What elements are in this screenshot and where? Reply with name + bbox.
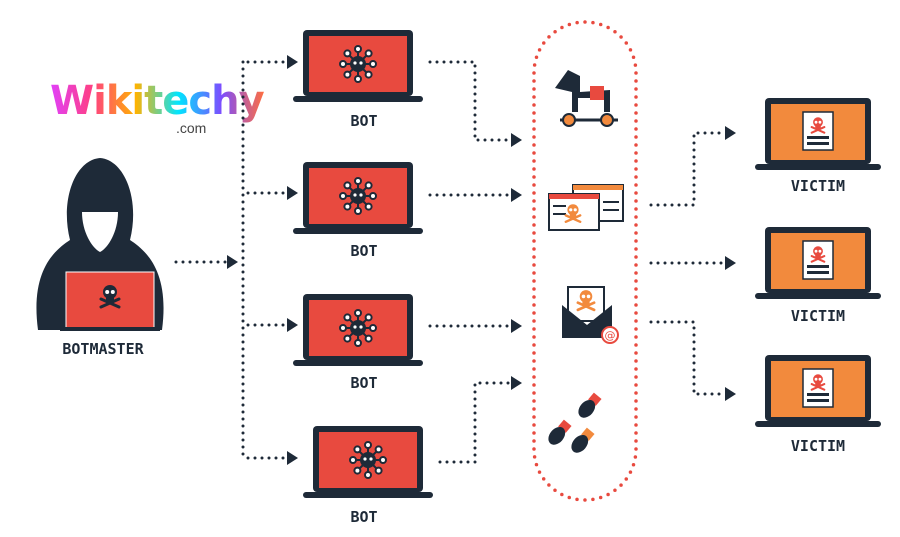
svg-text:@: @ — [605, 329, 616, 342]
victim-laptop-3 — [755, 355, 881, 427]
victim-laptop-1 — [755, 98, 881, 170]
bot-label-2: BOT — [350, 242, 378, 260]
arrow-to-bot-4 — [246, 451, 298, 465]
arrow-to-bot-1 — [246, 55, 298, 69]
victim-label-3: VICTIM — [790, 437, 846, 455]
bot-label-4: BOT — [350, 508, 378, 526]
arrow-bot2-attack — [428, 188, 522, 202]
victim-label-2: VICTIM — [790, 307, 846, 325]
bot-laptop-1 — [293, 30, 423, 102]
attack-methods-group — [532, 20, 638, 502]
victim-laptop-2 — [755, 227, 881, 299]
arrow-attack-victim1 — [649, 126, 736, 207]
arrow-botmaster-to-bots — [174, 60, 245, 460]
arrow-to-bot-2 — [246, 186, 298, 200]
arrow-bot4-attack — [438, 376, 522, 464]
bot-laptop-2 — [293, 162, 423, 234]
phishing-email-icon: @ — [562, 286, 619, 344]
wikitechy-logo: Wikitechy — [50, 78, 265, 124]
arrow-bot3-attack — [428, 319, 522, 333]
bot-label-1: BOT — [350, 112, 378, 130]
botmaster-label: BOTMASTER — [62, 340, 144, 358]
arrow-to-bot-3 — [246, 318, 298, 332]
arrow-attack-victim2 — [649, 256, 736, 270]
victim-label-1: VICTIM — [790, 177, 846, 195]
arrow-bot1-attack — [428, 60, 522, 147]
botmaster-hacker-icon — [36, 158, 164, 331]
bot-laptop-4 — [303, 426, 433, 498]
logo-domain: .com — [176, 120, 207, 136]
arrow-attack-victim3 — [649, 320, 736, 401]
malicious-webpage-icon — [548, 184, 624, 231]
bot-label-3: BOT — [350, 374, 378, 392]
bot-laptop-3 — [293, 294, 423, 366]
bombs-icon — [548, 392, 602, 453]
trojan-horse-icon — [555, 70, 618, 127]
